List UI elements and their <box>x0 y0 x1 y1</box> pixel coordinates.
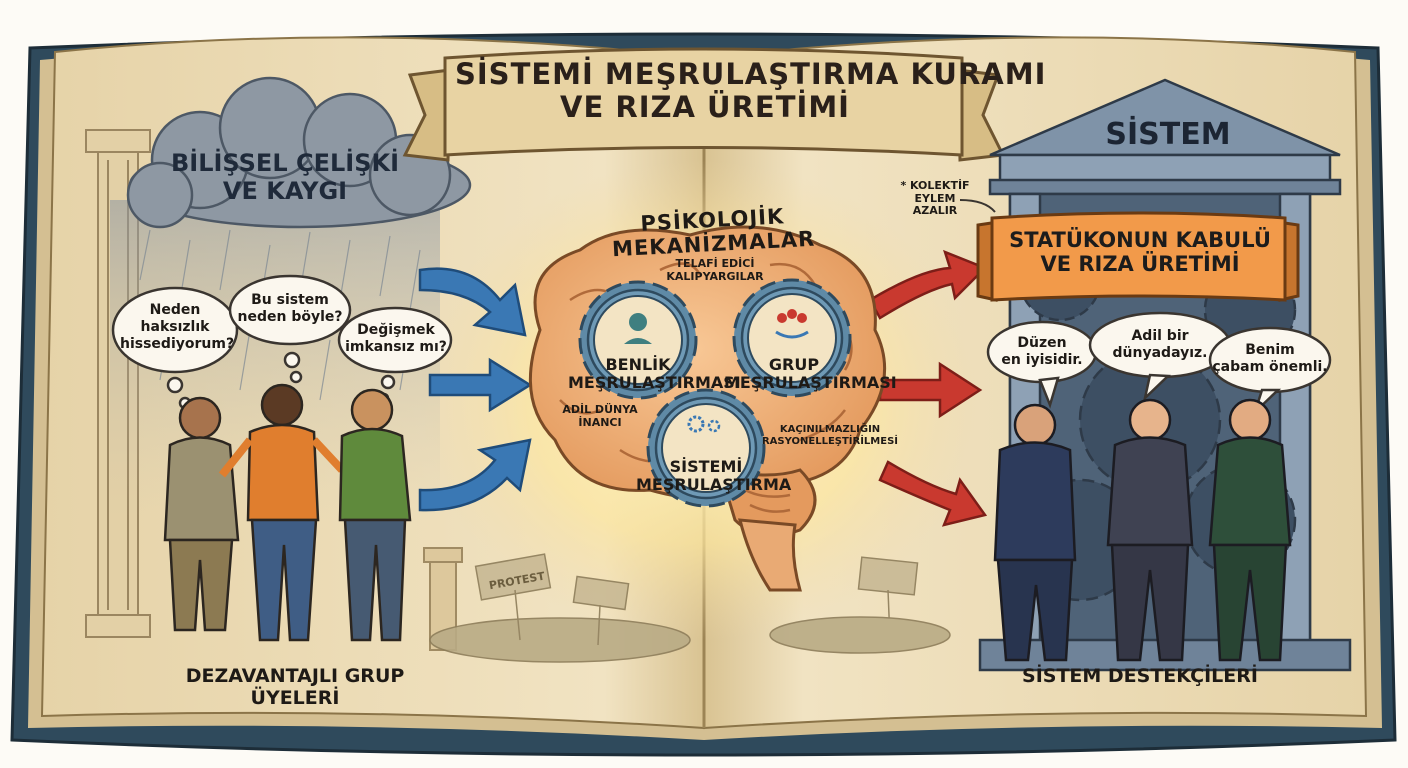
bubble-duzen: Düzen en iyisidir. <box>992 335 1092 369</box>
label-adil-dunya: ADİL DÜNYA İNANCI <box>555 403 645 429</box>
gear-line: GRUP <box>768 355 820 374</box>
label-line: KALIPYARGILAR <box>666 269 764 283</box>
sistem-label: SİSTEM <box>1105 117 1231 152</box>
storm-cloud <box>126 76 472 229</box>
bubble-line: en iyisidir. <box>1001 351 1083 368</box>
thought-bubbles-left <box>111 274 453 410</box>
bubble-degismek: Değişmek imkansız mı? <box>342 322 450 356</box>
label-line: KAÇINILMAZLIĞIN <box>779 424 881 435</box>
gear-sistemi <box>646 388 766 508</box>
gear-line: MEŞRULAŞTIRMASI <box>568 372 741 392</box>
cloud-line-1: BİLİŞSEL ÇELİŞKİ <box>170 149 400 177</box>
system-supporter-figures <box>993 398 1292 662</box>
status-quo-banner <box>976 211 1300 302</box>
title-line-1: SİSTEMİ MEŞRULAŞTIRMA KURAMI <box>455 57 1047 91</box>
gear-label-sistemi: SİSTEMİ MEŞRULAŞTIRMA <box>636 457 792 494</box>
cloud-line-2: VE KAYGI <box>222 176 348 205</box>
footer-right: SİSTEM DESTEKÇİLERİ <box>1022 665 1258 687</box>
banner-label: STATÜKONUN KABULÜ VE RIZA ÜRETİMİ <box>995 228 1285 276</box>
banner-line: STATÜKONUN KABULÜ <box>1009 228 1271 252</box>
note-arrow <box>959 199 996 213</box>
label-line: ADİL DÜNYA <box>562 403 638 416</box>
bubble-benim: Benim çabam önemli. <box>1212 342 1328 376</box>
note-line: AZALIR <box>912 204 958 218</box>
gear-line: MEŞRULAŞTIRMA <box>636 474 792 494</box>
bubble-line: dünyadayız. <box>1112 344 1208 361</box>
disadvantaged-figures <box>163 383 412 642</box>
bubble-line: haksızlık <box>140 318 210 335</box>
bubble-line: Bu sistem <box>251 292 329 308</box>
blue-arrows <box>418 267 533 512</box>
cloud-label: BİLİŞSEL ÇELİŞKİ VE KAYGI <box>160 149 410 205</box>
title-ribbon <box>402 47 1006 162</box>
label-telafi: TELAFİ EDİCİ KALIPYARGILAR <box>660 257 770 283</box>
red-arrows <box>868 249 988 527</box>
protest-crowd <box>429 553 951 663</box>
bubble-line: Düzen <box>1017 335 1067 351</box>
bubble-adil-bir: Adil bir dünyadayız. <box>1095 328 1225 362</box>
collective-note: * KOLEKTİF EYLEM AZALIR <box>880 179 990 218</box>
gear-label-benlik: BENLİK MEŞRULAŞTIRMASI <box>568 355 741 392</box>
note-line: EYLEM <box>914 191 956 205</box>
gear-grup <box>732 278 852 398</box>
gear-line: BENLİK <box>605 355 671 374</box>
label-line: İNANCI <box>578 415 622 429</box>
label-kacinilmazlik: KAÇINILMAZLIĞIN RASYONELLEŞTİRİLMESİ <box>760 424 900 447</box>
footer-left: DEZAVANTAJLI GRUP ÜYELERİ <box>185 665 405 709</box>
bubble-line: Değişmek <box>357 322 435 338</box>
gear-label-grup: GRUP MEŞRULAŞTIRMASI <box>724 355 897 392</box>
bubble-line: hissediyorum? <box>120 335 235 352</box>
page-title: SİSTEMİ MEŞRULAŞTIRMA KURAMI VE RIZA ÜRE… <box>455 57 1047 125</box>
bubble-line: Adil bir <box>1131 328 1189 344</box>
banner-line: VE RIZA ÜRETİMİ <box>1040 252 1240 277</box>
label-line: RASYONELLEŞTİRİLMESİ <box>761 435 899 447</box>
gear-line: MEŞRULAŞTIRMASI <box>724 372 897 392</box>
bubble-line: Neden <box>149 302 201 318</box>
note-line: * KOLEKTİF <box>900 179 970 192</box>
label-line: TELAFİ EDİCİ <box>675 257 755 270</box>
title-line-2: VE RIZA ÜRETİMİ <box>560 90 850 125</box>
bubble-neden: Neden haksızlık hissediyorum? <box>120 302 235 352</box>
bubble-line: neden böyle? <box>237 308 343 325</box>
gear-benlik <box>578 280 698 400</box>
bubble-line: Benim <box>1245 342 1295 358</box>
bubble-line: çabam önemli. <box>1212 358 1328 375</box>
bubble-line: imkansız mı? <box>345 338 447 355</box>
gear-line: SİSTEMİ <box>669 457 743 476</box>
bubble-bu-sistem: Bu sistem neden böyle? <box>235 292 345 326</box>
